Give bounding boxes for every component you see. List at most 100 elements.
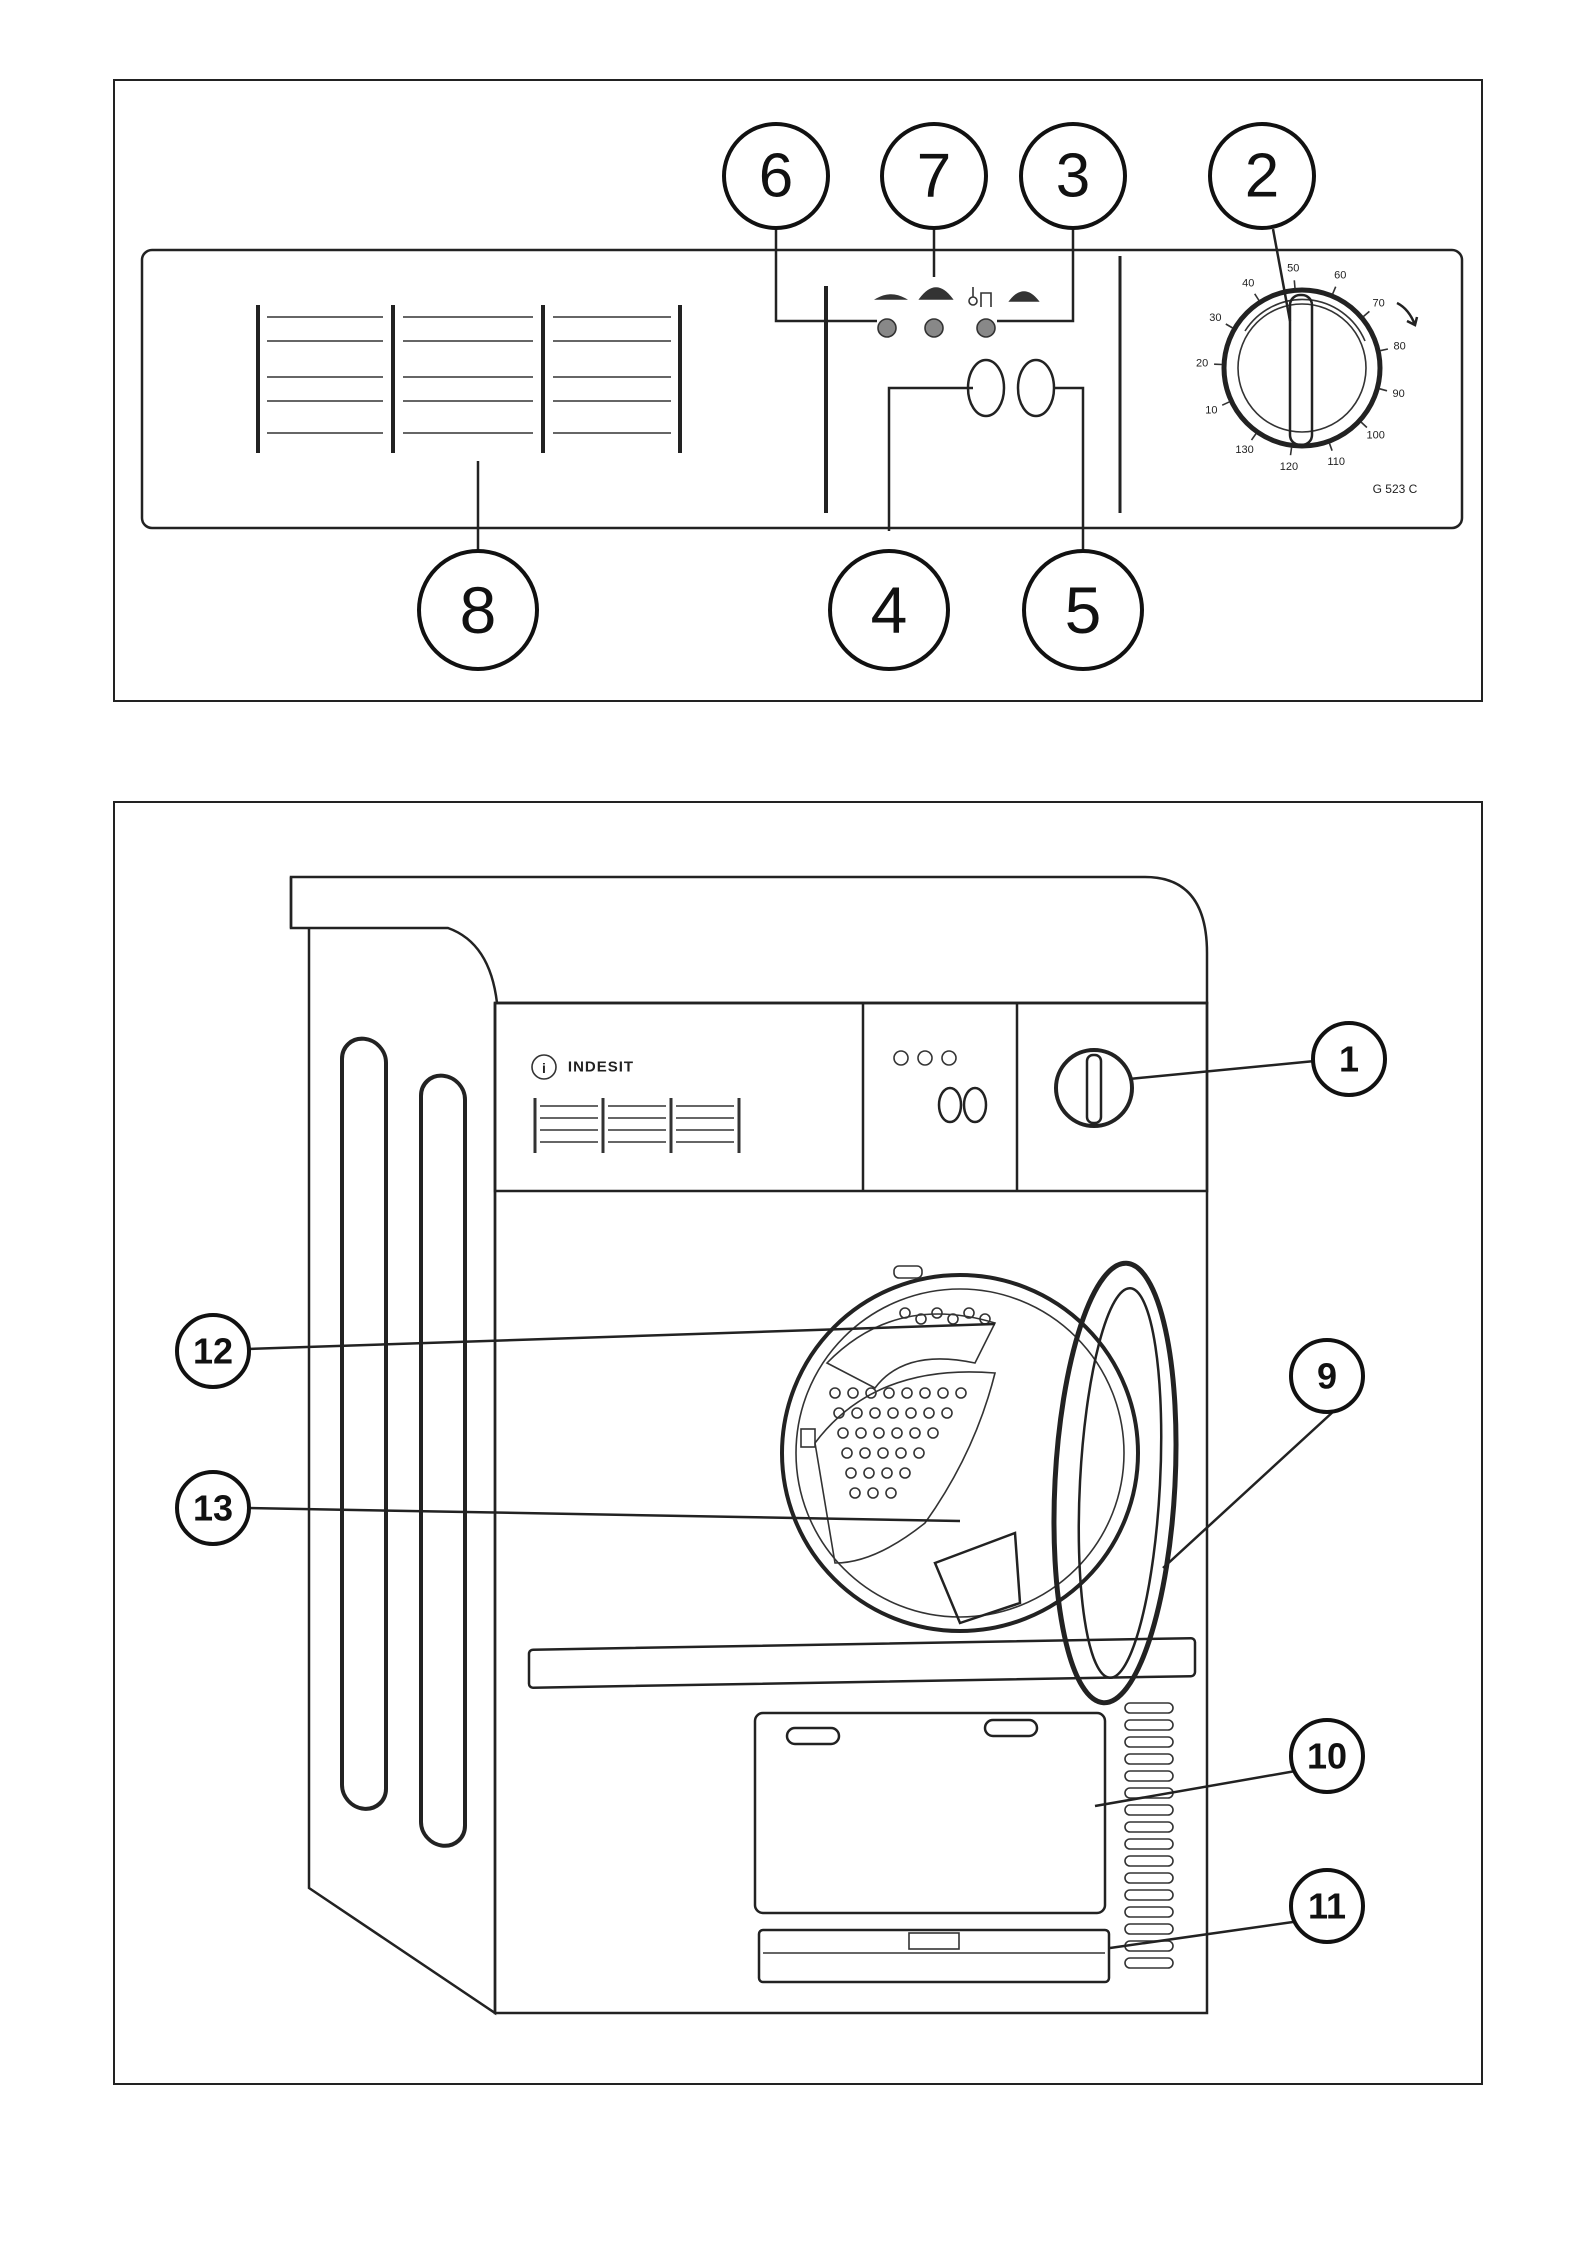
drum-hole [882,1468,892,1478]
push-button-5[interactable] [1018,360,1054,416]
front-button-5[interactable] [964,1088,986,1122]
dial-scale-label: 70 [1372,298,1384,310]
control-panel-body [142,250,1462,528]
dial-scale-tick [1363,311,1369,316]
vent-slot [1125,1924,1173,1934]
drum-hole [920,1388,930,1398]
svg-text:5: 5 [1065,573,1102,647]
dial-scale-tick [1380,349,1388,351]
dial-scale-tick [1291,447,1292,455]
dial-scale-tick [1361,422,1367,428]
push-button-4[interactable] [968,360,1004,416]
leader-lines-bottom [247,1061,1347,1948]
drum-hole [830,1388,840,1398]
dial-scale-label: 40 [1242,278,1254,290]
side-slot-left [342,1037,386,1811]
drum-hole [900,1468,910,1478]
model-label: G 523 C [1373,482,1418,496]
drum-hole [856,1428,866,1438]
vent-slot [1125,1873,1173,1883]
drum-hole [924,1408,934,1418]
drum-hole [842,1448,852,1458]
door-switch [801,1429,815,1447]
condenser-hatch [755,1713,1105,1913]
callout-8: 8 [419,551,537,669]
callout-11: 11 [1291,1870,1363,1942]
svg-text:INDESIT: INDESIT [568,1059,634,1076]
callout-6: 6 [724,124,828,228]
leader-lines-top [478,227,1290,551]
svg-text:6: 6 [759,142,793,211]
water-container-drawer[interactable] [759,1930,1109,1982]
drum-hole [886,1488,896,1498]
drum-hole [874,1428,884,1438]
svg-text:10: 10 [1307,1736,1347,1777]
drum-hole [870,1408,880,1418]
dial-scale-label: 100 [1367,430,1385,442]
front-timer-knob[interactable] [1056,1050,1132,1126]
vent-slot [1125,1856,1173,1866]
drum-hole [906,1408,916,1418]
timer-dial[interactable] [1224,290,1380,446]
drum-hole [892,1428,902,1438]
front-button-4[interactable] [939,1088,961,1122]
callout-1: 1 [1313,1023,1385,1095]
drum-hole [948,1314,958,1324]
dial-scale-label: 30 [1209,312,1221,324]
svg-text:2: 2 [1245,142,1279,211]
dial-scale-label: 120 [1280,461,1298,473]
dial-scale-tick [1379,389,1387,391]
drum-hole [852,1408,862,1418]
dial-scale-tick [1226,324,1233,328]
dryer-top [291,877,1207,1003]
dial-scale-label: 10 [1205,404,1217,416]
vent-slot [1125,1822,1173,1832]
front-indicator-lights [894,1051,956,1065]
drum-hole [928,1428,938,1438]
svg-text:1: 1 [1339,1039,1359,1080]
indicator-light-6 [878,319,896,337]
drum-hole [848,1388,858,1398]
vent-slot [1125,1720,1173,1730]
svg-text:i: i [542,1060,546,1076]
vent-slot [1125,1737,1173,1747]
svg-text:8: 8 [460,573,497,647]
dryer-figure: i INDESIT [113,801,1483,2085]
drum-hole [902,1388,912,1398]
drum-hole [864,1468,874,1478]
callout-7: 7 [882,124,986,228]
dial-scale-label: 130 [1235,444,1253,456]
svg-text:4: 4 [871,573,908,647]
svg-text:12: 12 [193,1331,233,1372]
vent-slot [1125,1890,1173,1900]
svg-text:13: 13 [193,1488,233,1529]
dial-scale-tick [1294,280,1295,288]
dial-scale-label: 110 [1327,456,1345,468]
ventilation-grille [1125,1703,1173,1968]
drum-hole [888,1408,898,1418]
dial-scale-tick [1255,294,1259,301]
drum-perforations [830,1308,990,1498]
drum-hole [878,1448,888,1458]
callout-12: 12 [177,1315,249,1387]
dial-scale-label: 50 [1287,262,1299,274]
drum-hole [914,1448,924,1458]
vent-slot [1125,1771,1173,1781]
dial-scale-label: 90 [1392,388,1404,400]
callout-4: 4 [830,551,948,669]
svg-text:7: 7 [917,142,951,211]
svg-text:9: 9 [1317,1356,1337,1397]
vent-slot [1125,1754,1173,1764]
callout-13: 13 [177,1472,249,1544]
rotation-arrow-icon [1397,303,1417,325]
callout-2: 2 [1210,124,1314,228]
dial-scale-label: 80 [1393,340,1405,352]
drum-hole [900,1308,910,1318]
indicator-symbols [877,287,1038,307]
drum-hole [896,1448,906,1458]
brand-logo: i INDESIT [532,1055,634,1079]
drum-hole [910,1428,920,1438]
dryer-side [309,928,495,2013]
callout-5: 5 [1024,551,1142,669]
